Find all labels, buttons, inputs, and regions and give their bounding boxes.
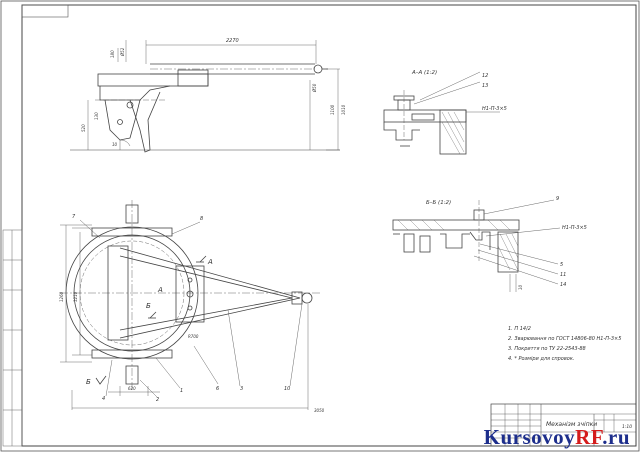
section-bb-dim-small: 10 [518, 284, 523, 290]
watermark-part-2: RF [575, 425, 603, 449]
watermark-part-1: Kursovoy [483, 425, 576, 449]
dim-height-2: 1010 [341, 104, 346, 115]
dim-left-inner: 1210 [73, 291, 78, 302]
section-aa-weld: Н1-П-3×5 [482, 106, 507, 112]
title-block-sheet: 1:10 [622, 424, 632, 430]
dim-short-a: 180 [110, 50, 115, 58]
cut-b-bottom: Б [86, 378, 91, 386]
main-label-7: 7 [72, 214, 76, 220]
note-3: 3. Покриття по ТУ 22-2543-88 [508, 346, 586, 352]
title-block [490, 403, 637, 447]
main-view [60, 200, 320, 410]
section-aa-title: А–А (1:2) [411, 70, 437, 76]
main-label-8: 8 [200, 216, 203, 222]
main-label-6: 6 [216, 386, 219, 392]
note-4: 4. * Розміри для спровок. [508, 356, 574, 362]
section-bb-label-5: 5 [560, 262, 563, 268]
cut-a-top: А [207, 258, 213, 266]
dim-angle: 10 [112, 142, 118, 147]
main-label-10: 10 [284, 386, 290, 392]
cut-a-mid: А [157, 286, 163, 294]
main-label-2: 2 [156, 397, 159, 403]
section-aa-label-13: 13 [482, 83, 488, 89]
section-aa [383, 71, 500, 155]
top-view [70, 40, 340, 153]
cut-b-mid: Б [146, 302, 151, 310]
technical-notes: 1. П 14/2 2. Зварювання по ГОСТ 14806-80… [508, 326, 621, 362]
watermark-part-3: .ru [602, 425, 630, 449]
dim-vertical: 520 [81, 124, 86, 132]
note-1: 1. П 14/2 [508, 326, 531, 332]
section-bb-label-9: 9 [556, 196, 559, 202]
main-label-4: 4 [102, 396, 105, 402]
section-bb [392, 199, 561, 292]
dim-top-length: 2270 [226, 38, 239, 44]
dim-bottom-total: 3050 [314, 408, 325, 413]
section-aa-label-12: 12 [482, 73, 488, 79]
inner-frame [21, 4, 637, 447]
dim-short-b: Ø52 [120, 47, 125, 57]
dim-left-mid: 130 [94, 112, 99, 120]
dim-height-1: 1100 [330, 104, 335, 115]
watermark-logo: KursovoyRF.ru [484, 425, 630, 450]
section-bb-label-11: 11 [560, 272, 566, 278]
section-bb-weld: Н1-П-3×5 [562, 225, 587, 231]
main-label-1: 1 [180, 388, 183, 394]
dim-right-small: Ø50 [312, 83, 317, 93]
dim-bottom-small: 620 [128, 386, 136, 391]
section-bb-label-14: 14 [560, 282, 566, 288]
dim-left-outer: 1260 [59, 291, 64, 302]
section-bb-title: Б–Б (1:2) [426, 200, 451, 206]
dim-arc: R700 [188, 334, 199, 339]
left-stamp-strip [2, 229, 23, 447]
note-2: 2. Зварювання по ГОСТ 14806-80 Н1-П-3×5 [508, 336, 621, 342]
title-block-name: Механізм зчіпки [546, 421, 597, 428]
top-left-stamp [21, 4, 69, 18]
main-label-3: 3 [240, 386, 243, 392]
